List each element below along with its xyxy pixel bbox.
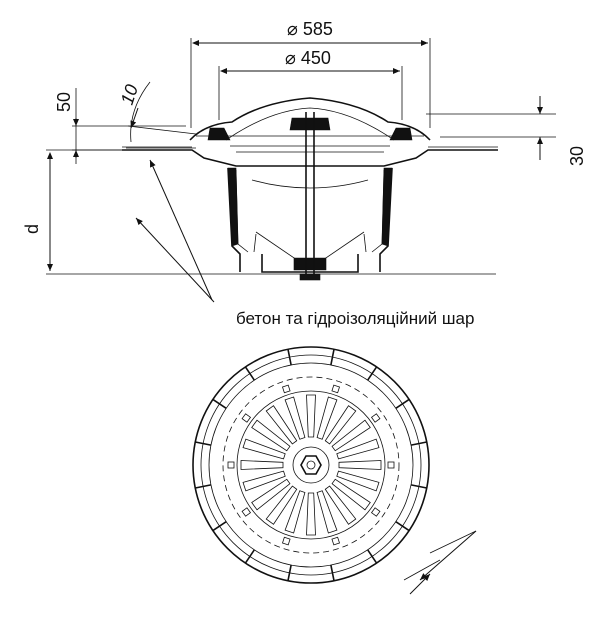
grate-slot xyxy=(316,490,338,534)
grate-slot xyxy=(240,460,284,470)
grate-slot xyxy=(306,492,316,536)
grate-slot xyxy=(284,490,306,534)
rim-rib xyxy=(395,521,410,532)
dimension-wall-thickness xyxy=(403,530,477,595)
grate-slot xyxy=(242,470,286,492)
label-dia-585: ⌀ 585 xyxy=(287,19,333,39)
grate-slot xyxy=(336,438,380,460)
rim-rib xyxy=(330,564,335,581)
grate-slot xyxy=(331,478,371,511)
rim-rib xyxy=(212,398,227,409)
dimension-outer-diameter: ⌀ 585 xyxy=(190,19,431,128)
grate-lug xyxy=(331,536,341,546)
grate-slot xyxy=(331,419,371,452)
caption-leaders xyxy=(135,159,215,303)
grate-lug xyxy=(370,413,381,423)
dimension-angle-10: 10 xyxy=(117,81,197,149)
drain-body xyxy=(227,167,393,273)
grate-slot xyxy=(324,485,357,525)
section-view: ⌀ 585 ⌀ 450 50 10 xyxy=(22,19,587,328)
rim-rib xyxy=(410,484,427,489)
hex-nut-icon xyxy=(300,455,322,475)
grate-slot xyxy=(242,438,286,460)
grate-slot xyxy=(306,394,316,438)
rim-rib xyxy=(287,349,292,366)
label-30: 30 xyxy=(567,146,587,166)
grate-slot xyxy=(338,460,382,470)
rim-rib xyxy=(195,484,212,489)
dome-grate xyxy=(189,97,431,153)
rim-rib xyxy=(367,366,378,381)
grate-lug xyxy=(370,507,381,517)
plan-view xyxy=(192,346,477,595)
dimension-d: d xyxy=(22,149,496,275)
label-dia-450: ⌀ 450 xyxy=(285,48,331,68)
grate-slot xyxy=(251,419,291,452)
label-50: 50 xyxy=(54,92,74,112)
dimension-inner-diameter: ⌀ 450 xyxy=(218,48,403,120)
grate-lug xyxy=(227,461,235,469)
grate-slot xyxy=(265,485,298,525)
grate-slot xyxy=(251,478,291,511)
grate-slot xyxy=(324,405,357,445)
rim-rib xyxy=(395,398,410,409)
rim-rib xyxy=(244,549,255,564)
grate-lug xyxy=(241,507,252,517)
rim-rib xyxy=(287,564,292,581)
rim-rib xyxy=(195,441,212,446)
grate-slot xyxy=(284,396,306,440)
rim-rib xyxy=(244,366,255,381)
rim-rib xyxy=(410,441,427,446)
grate-lug xyxy=(241,413,252,423)
grate-lug xyxy=(281,384,291,394)
dimension-30: 30 xyxy=(426,96,587,166)
center-bolt xyxy=(299,112,321,281)
membrane-flange xyxy=(122,146,498,167)
rim-rib xyxy=(330,349,335,366)
caption-concrete-waterproofing: бетон та гідроізоляційний шар xyxy=(236,309,474,328)
grate-slots xyxy=(227,384,395,546)
grate-slot xyxy=(265,405,298,445)
label-d: d xyxy=(22,224,42,234)
rim-ticks xyxy=(195,349,427,581)
grate-lug xyxy=(281,536,291,546)
rim-rib xyxy=(212,521,227,532)
label-10: 10 xyxy=(117,82,142,107)
rim-rib xyxy=(367,549,378,564)
grate-slot xyxy=(336,470,380,492)
grate-lug xyxy=(387,461,395,469)
grate-slot xyxy=(316,396,338,440)
grate-lug xyxy=(331,384,341,394)
